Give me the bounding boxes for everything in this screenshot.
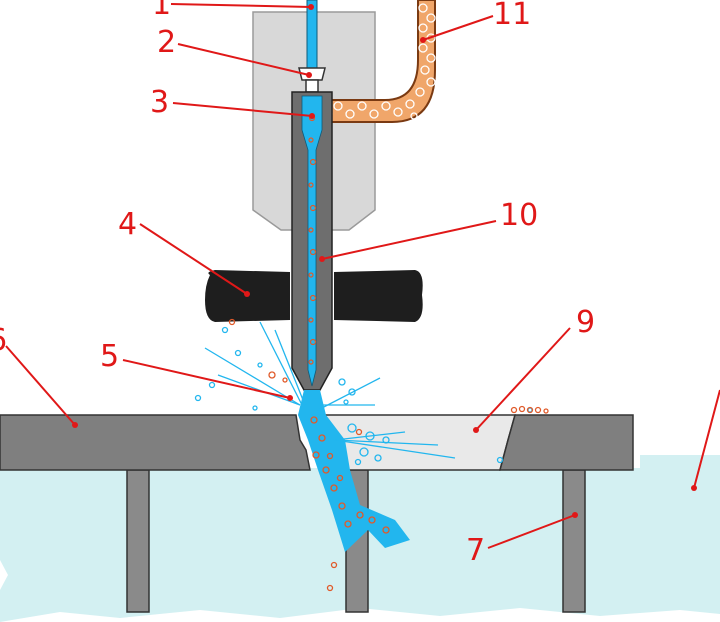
callout-label-11: 11 [493, 0, 531, 32]
callout-label-1: 1 [152, 0, 171, 22]
orifice-jewel [298, 67, 326, 81]
splash-guard-collar-right [334, 270, 423, 322]
abrasive-jet-stream [298, 390, 410, 552]
spray-droplets [194, 326, 533, 466]
callout-label-10: 10 [500, 198, 538, 233]
abrasive-debris [228, 318, 549, 436]
abrasive-in-tube [308, 114, 317, 365]
abrasive-particles-in-tube [323, 3, 436, 120]
callout-label-9: 9 [576, 305, 595, 340]
workpiece-right [499, 414, 634, 471]
support-slat-left [126, 469, 150, 613]
callout-label-7: 7 [466, 533, 485, 568]
mixing-chamber [301, 95, 323, 387]
callout-label-6: 6 [0, 323, 7, 358]
abrasive-in-jet [310, 416, 390, 592]
high-pressure-water-line [306, 0, 318, 69]
callout-label-4: 4 [118, 207, 137, 242]
spray-lines [204, 321, 456, 459]
workpiece-cut-part [0, 414, 311, 471]
callout-leaders [5, 3, 720, 549]
orifice-holder [305, 79, 319, 93]
callout-label-2: 2 [157, 25, 176, 60]
foam-waves [0, 608, 720, 622]
callout-label-5: 5 [100, 339, 119, 374]
support-slat-right [562, 469, 586, 613]
callout-label-3: 3 [150, 85, 169, 120]
